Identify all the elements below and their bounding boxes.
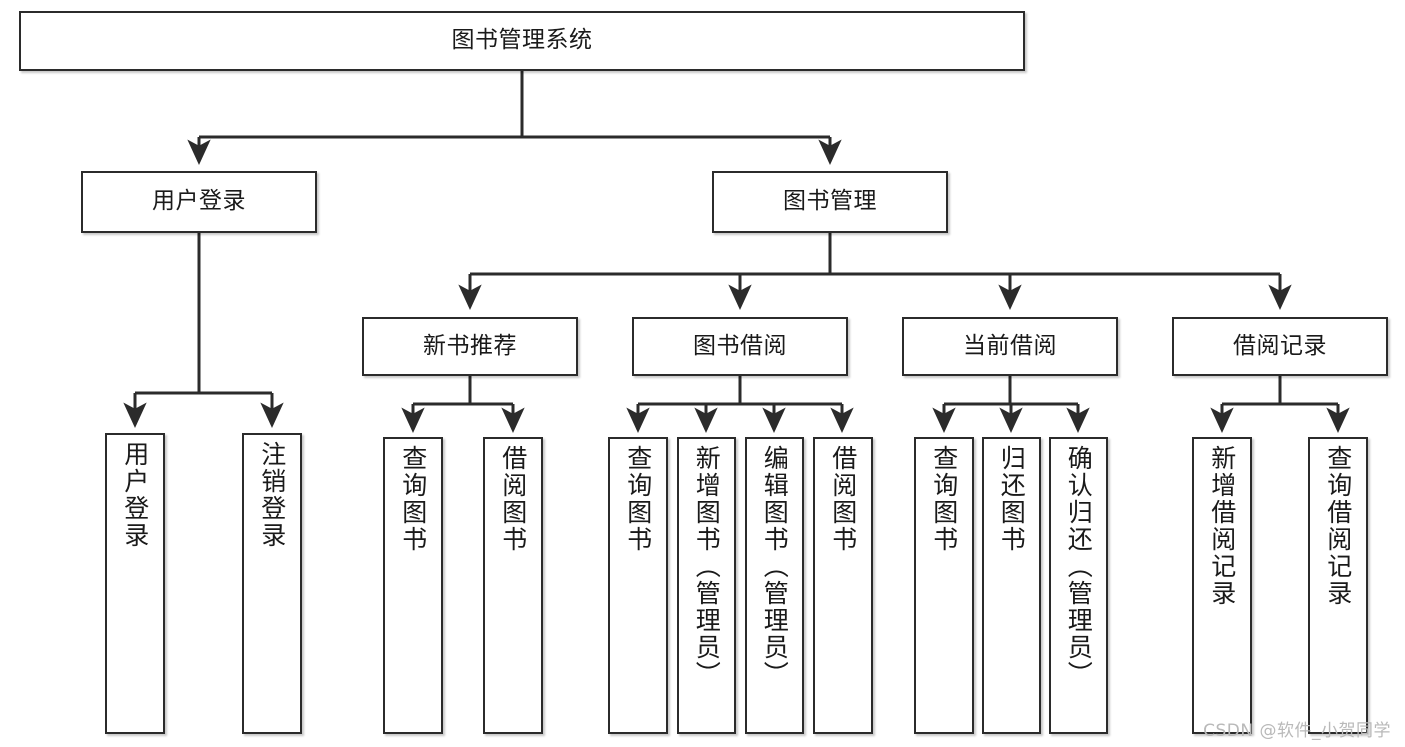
csdn-watermark: CSDN @软件_小贺同学 (1203, 721, 1391, 741)
leaf-label: 编辑图书（管理员） (760, 445, 790, 688)
leaf-current-confirm-return-admin[interactable]: 确认归还（管理员） (1049, 437, 1108, 734)
leaf-label: 注销登录 (257, 441, 287, 549)
leaf-user-login-logout[interactable]: 注销登录 (242, 433, 302, 734)
node-current-borrow[interactable]: 当前借阅 (902, 317, 1118, 376)
node-root-label: 图书管理系统 (451, 27, 593, 54)
leaf-borrow-edit-book-admin[interactable]: 编辑图书（管理员） (745, 437, 804, 734)
leaf-label: 查询图书 (929, 445, 959, 553)
leaf-current-return-book[interactable]: 归还图书 (982, 437, 1041, 734)
node-new-book-recommend[interactable]: 新书推荐 (362, 317, 578, 376)
node-borrow-record[interactable]: 借阅记录 (1172, 317, 1388, 376)
leaf-record-add-record[interactable]: 新增借阅记录 (1192, 437, 1252, 734)
leaf-user-login-login[interactable]: 用户登录 (105, 433, 165, 734)
node-root[interactable]: 图书管理系统 (19, 11, 1025, 71)
leaf-recommend-query-book[interactable]: 查询图书 (383, 437, 443, 734)
leaf-recommend-borrow-book[interactable]: 借阅图书 (483, 437, 543, 734)
leaf-borrow-add-book-admin[interactable]: 新增图书（管理员） (677, 437, 736, 734)
leaf-label: 查询图书 (623, 445, 653, 553)
node-borrow-record-label: 借阅记录 (1233, 332, 1327, 359)
node-user-login[interactable]: 用户登录 (81, 171, 317, 233)
leaf-label: 借阅图书 (828, 445, 858, 553)
leaf-label: 用户登录 (120, 441, 150, 549)
leaf-label: 确认归还（管理员） (1064, 445, 1094, 688)
leaf-borrow-borrow-book[interactable]: 借阅图书 (813, 437, 873, 734)
leaf-label: 借阅图书 (498, 445, 528, 553)
leaf-record-query-record[interactable]: 查询借阅记录 (1308, 437, 1368, 734)
node-book-management-label: 图书管理 (783, 188, 877, 215)
node-book-management[interactable]: 图书管理 (712, 171, 948, 233)
node-book-borrow-label: 图书借阅 (693, 332, 787, 359)
leaf-label: 查询图书 (398, 445, 428, 553)
leaf-label: 新增借阅记录 (1207, 445, 1237, 607)
node-user-login-label: 用户登录 (152, 188, 246, 215)
leaf-label: 查询借阅记录 (1323, 445, 1353, 607)
node-new-book-recommend-label: 新书推荐 (423, 332, 517, 359)
leaf-label: 归还图书 (997, 445, 1027, 553)
leaf-borrow-query-book[interactable]: 查询图书 (608, 437, 668, 734)
leaf-label: 新增图书（管理员） (692, 445, 722, 688)
leaf-current-query-book[interactable]: 查询图书 (914, 437, 974, 734)
node-book-borrow[interactable]: 图书借阅 (632, 317, 848, 376)
node-current-borrow-label: 当前借阅 (963, 332, 1057, 359)
